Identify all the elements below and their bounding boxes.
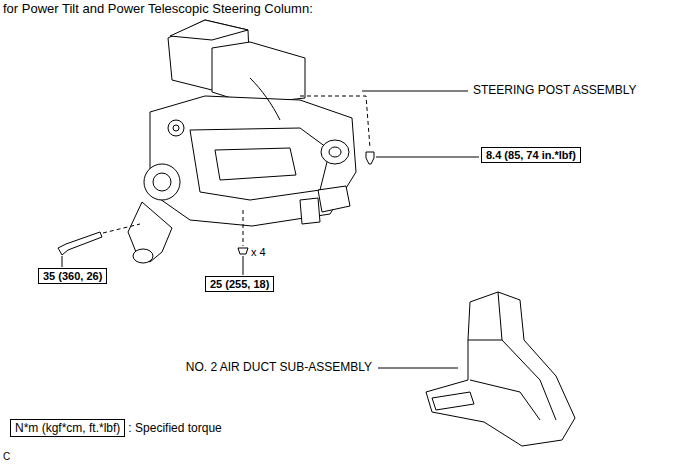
leader-line (62, 256, 63, 267)
dashed-line (243, 210, 244, 246)
key-cylinder (321, 140, 349, 164)
torque-value: 25 (255, 18) (205, 276, 274, 292)
body-detail (190, 128, 330, 200)
column-body (150, 96, 356, 226)
duct-detail (468, 292, 556, 420)
torque-value: 35 (360, 26) (38, 268, 107, 284)
torque-box: 35 (360, 26) (38, 268, 107, 284)
torque-box: 25 (255, 18) (205, 276, 274, 292)
legend-text: : Specified torque (128, 421, 221, 435)
pivot-inner (173, 125, 179, 131)
screw (366, 152, 374, 164)
leader-line (362, 91, 468, 92)
connector (300, 198, 320, 224)
leader-line (378, 368, 458, 369)
figure-code: C (3, 451, 10, 463)
joint-inner (153, 173, 171, 191)
dashed-line (103, 224, 140, 233)
leader-line (243, 256, 244, 275)
joint (144, 164, 180, 200)
bracket (215, 148, 296, 180)
pivot (168, 120, 184, 136)
part-name: STEERING POST ASSEMBLY (473, 83, 637, 97)
torque-value: 8.4 (85, 74 in.*lbf) (481, 147, 581, 163)
shaft-end (133, 249, 153, 263)
dashed-line (300, 96, 370, 148)
title: for Power Tilt and Power Telescopic Stee… (3, 1, 313, 17)
connector (318, 186, 350, 212)
wire (250, 78, 280, 120)
telescopic-motor (212, 42, 305, 104)
torque-value: N*m (kgf*cm, ft.*lbf) (10, 419, 125, 437)
lower-shaft (128, 202, 172, 262)
key-cylinder-inner (329, 147, 341, 157)
air-duct (426, 292, 575, 446)
quantity: x 4 (251, 246, 266, 259)
nut (238, 248, 248, 254)
leader-line (376, 157, 479, 158)
torque-legend: N*m (kgf*cm, ft.*lbf): Specified torque (10, 419, 222, 437)
bolt (58, 232, 102, 255)
torque-box: 8.4 (85, 74 in.*lbf) (481, 147, 581, 163)
part-name: NO. 2 AIR DUCT SUB-ASSEMBLY (186, 360, 372, 374)
motor-cover (170, 20, 248, 40)
duct-flange (432, 392, 474, 410)
